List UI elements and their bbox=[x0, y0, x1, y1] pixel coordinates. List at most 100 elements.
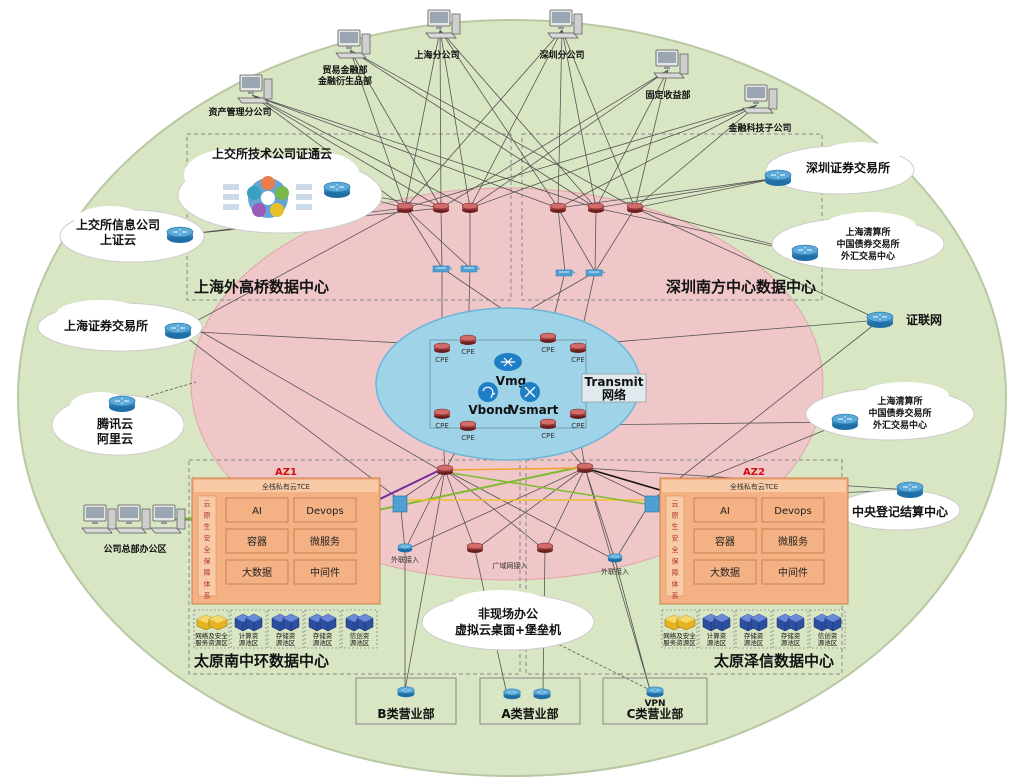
resource-box bbox=[304, 609, 341, 649]
cpe-label: CPE bbox=[541, 432, 555, 440]
az-side-char: 安 bbox=[672, 534, 679, 543]
cloud-sse-info: 上交所信息公司 上证云 bbox=[59, 206, 205, 263]
az-cell-label: 容器 bbox=[715, 535, 735, 548]
resource-label: 信创资 bbox=[350, 631, 370, 640]
cpe-label: CPE bbox=[461, 434, 475, 442]
server-cube-icon bbox=[750, 613, 768, 632]
branch-label: A类营业部 bbox=[501, 706, 558, 721]
cpe-label: CPE bbox=[461, 348, 475, 356]
sh-clearing-top-l2: 中国债券交易所 bbox=[836, 238, 899, 250]
resource-box bbox=[809, 609, 846, 649]
dc-shanghai-label: 上海外高桥数据中心 bbox=[194, 278, 329, 296]
pc-icon bbox=[425, 9, 461, 39]
resource-box bbox=[193, 609, 230, 649]
az-cell-label: 中间件 bbox=[778, 566, 808, 579]
az-side-char: 安 bbox=[204, 534, 211, 543]
az-cell bbox=[693, 528, 757, 554]
vpn-label: VPN bbox=[644, 699, 665, 709]
az-cell-label: Devops bbox=[774, 506, 811, 517]
resource-label: 存储资 bbox=[276, 631, 296, 640]
flower-diagram-icon bbox=[223, 176, 312, 218]
outer-access-label-right: 外联接入 bbox=[601, 567, 629, 576]
az-cell bbox=[225, 528, 289, 554]
vbond-icon bbox=[478, 382, 498, 402]
link-black bbox=[584, 467, 661, 491]
cpe-label: CPE bbox=[435, 356, 449, 364]
vsmart-label: Vsmart bbox=[510, 403, 559, 417]
dc-box-shanghai bbox=[186, 133, 512, 301]
az-cell-label: 大数据 bbox=[242, 566, 272, 579]
az-side-char: 系 bbox=[204, 591, 211, 600]
resource-box bbox=[698, 609, 735, 649]
outer-access-label-left: 外联接入 bbox=[391, 555, 419, 564]
transmit-label-line1: Transmit bbox=[585, 375, 644, 389]
az-side-char: 云 bbox=[672, 500, 679, 508]
az-side-box bbox=[197, 495, 217, 597]
sse-label: 上海证券交易所 bbox=[64, 318, 148, 333]
vmg-label: Vmg bbox=[496, 374, 526, 388]
pc-icon bbox=[335, 29, 371, 59]
outer-pc-label: 固定收益部 bbox=[645, 89, 690, 101]
cpe-label: CPE bbox=[571, 356, 585, 364]
branch-0: B类营业部 bbox=[355, 677, 457, 725]
resource-box bbox=[230, 609, 267, 649]
resource-label: 源池区 bbox=[350, 638, 370, 647]
sse-info-line2: 上证云 bbox=[100, 232, 136, 247]
cpe-label: CPE bbox=[541, 346, 555, 354]
branch-router-icon bbox=[503, 688, 521, 700]
branch-label: C类营业部 bbox=[627, 706, 684, 721]
outer-pc-label: 深圳分公司 bbox=[539, 49, 584, 61]
cloud-sse: 上海证券交易所 bbox=[37, 300, 203, 352]
az-cell bbox=[293, 497, 357, 523]
server-cube-icon bbox=[245, 613, 263, 632]
transmit-label-box bbox=[581, 373, 647, 403]
branch-box bbox=[355, 677, 457, 725]
az-cell bbox=[693, 497, 757, 523]
outer-pc-0: 资产管理分公司 bbox=[208, 74, 273, 118]
az-side-char: 全 bbox=[672, 545, 679, 554]
server-cube-icon bbox=[787, 613, 805, 632]
az-side-char: 系 bbox=[672, 591, 679, 600]
outer-pc-4: 固定收益部 bbox=[645, 49, 691, 101]
az-side-box bbox=[665, 495, 685, 597]
pc-icon bbox=[742, 84, 778, 114]
resource-label: 源池区 bbox=[707, 638, 727, 647]
server-cube-icon bbox=[824, 613, 842, 632]
resource-label: 存储资 bbox=[744, 631, 764, 640]
cloud-sse-tech: 上交所技术公司证通云 bbox=[177, 146, 383, 234]
pc-icon bbox=[653, 49, 689, 79]
az-side-char: 云 bbox=[204, 500, 211, 508]
vmg-icon bbox=[494, 353, 522, 371]
az-side-char: 原 bbox=[204, 512, 211, 520]
az-side-char: 生 bbox=[672, 522, 679, 531]
cloud-szse: 深圳证券交易所 bbox=[764, 142, 915, 195]
branch-box bbox=[602, 677, 708, 725]
az-cell bbox=[761, 528, 825, 554]
cpe-label: CPE bbox=[571, 422, 585, 430]
cloud-sh-clearing-bottom: 上海清算所 中国债券交易所 外汇交易中心 bbox=[805, 382, 975, 441]
dc-taiyuan-nan-label: 太原南中环数据中心 bbox=[194, 652, 329, 670]
resource-label: 存储资 bbox=[781, 631, 801, 640]
branch-box bbox=[479, 677, 581, 725]
server-cube-icon bbox=[356, 613, 374, 632]
az-side-char: 体 bbox=[672, 580, 679, 589]
az-cell bbox=[293, 528, 357, 554]
resource-label: 源池区 bbox=[239, 638, 259, 647]
resource-label: 服务资源区 bbox=[663, 638, 696, 647]
az-side-char: 障 bbox=[672, 568, 679, 577]
az-cell bbox=[693, 559, 757, 585]
cslian-label: 证联网 bbox=[906, 313, 942, 327]
sh-clearing-bot-l3: 外汇交易中心 bbox=[872, 419, 927, 431]
vsmart-icon bbox=[520, 382, 540, 402]
az-side-char: 保 bbox=[204, 557, 211, 566]
sh-clearing-bot-l2: 中国债券交易所 bbox=[868, 407, 931, 419]
resource-box bbox=[267, 609, 304, 649]
